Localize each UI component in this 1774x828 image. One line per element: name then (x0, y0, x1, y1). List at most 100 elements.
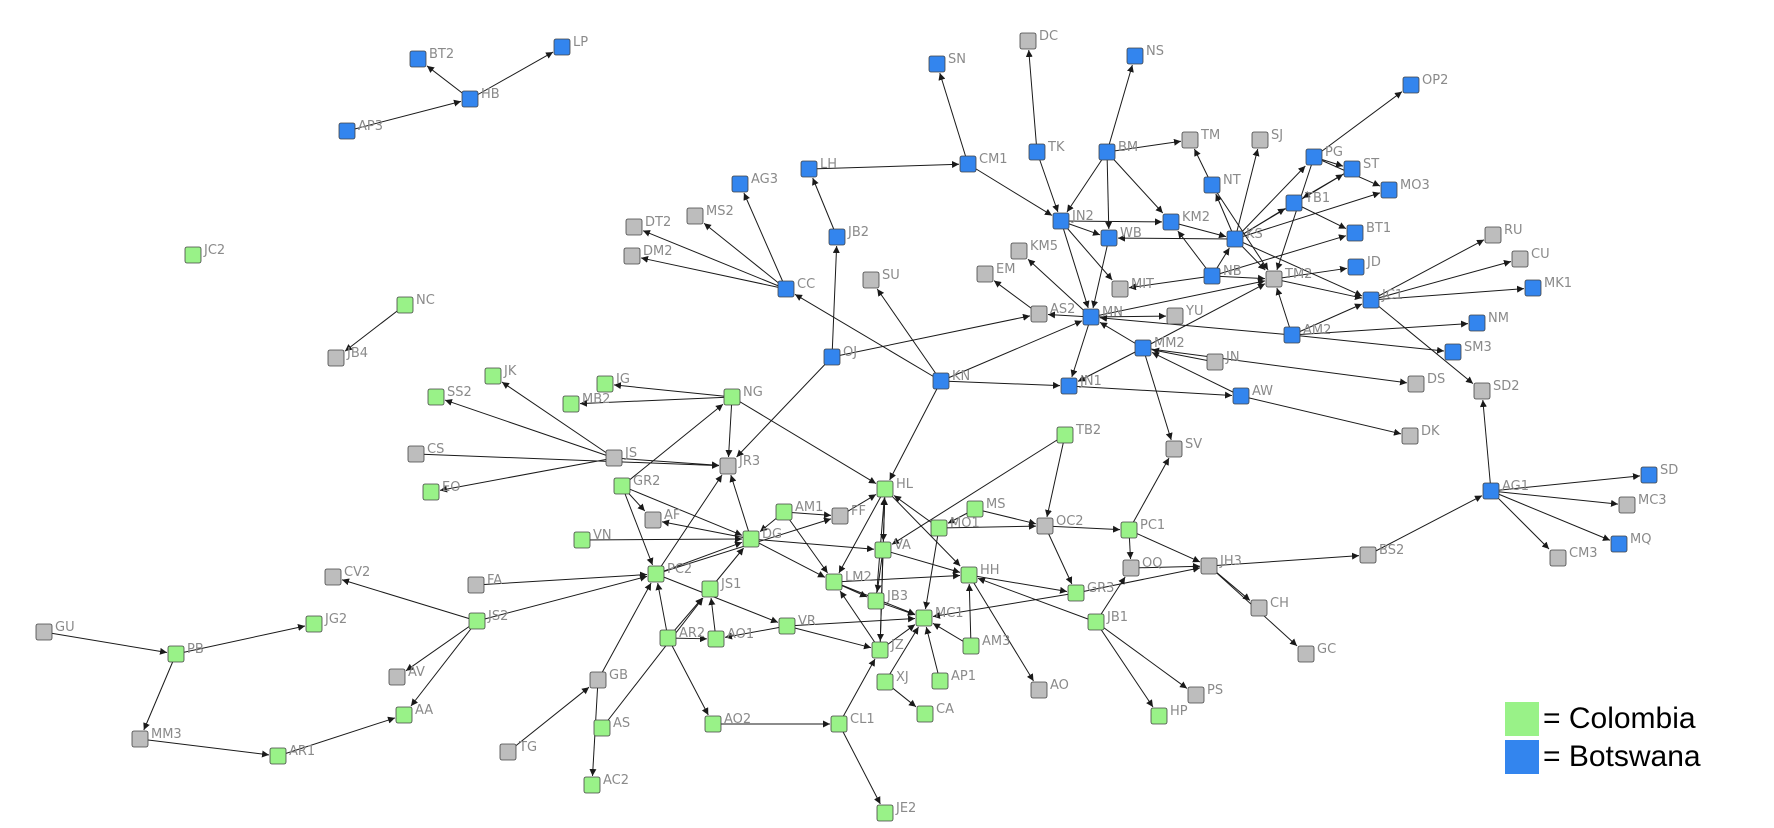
node-label-NM: NM (1488, 311, 1509, 326)
edge-BM-WB (1105, 151, 1113, 230)
node-square-PG (1305, 148, 1323, 166)
edge-NT-TM2 (1211, 184, 1269, 271)
edge-NC-JB4 (344, 304, 406, 352)
node-label-GC: GC (1317, 642, 1336, 657)
node-square-RU (1484, 226, 1502, 244)
node-label-JD: JD (1366, 255, 1381, 270)
edge-AW-DK (1240, 395, 1402, 436)
legend-swatch-botswana (1505, 740, 1539, 774)
edge-NB-MIT (1128, 275, 1213, 291)
edge-DG-LM2 (750, 538, 826, 578)
node-square-AG1 (1482, 482, 1500, 500)
node-KM5: KM5 (1010, 239, 1058, 260)
edge-PB-MM3 (143, 653, 177, 731)
node-label-DC: DC (1039, 29, 1058, 44)
edge-AM2-SM3 (1291, 334, 1445, 354)
node-label-PB: PB (187, 642, 204, 657)
node-label-SU: SU (882, 268, 900, 283)
node-label-SM3: SM3 (1464, 340, 1492, 355)
node-label-XJ: XJ (896, 670, 909, 685)
node-label-MC1: MC1 (935, 606, 964, 621)
node-label-PC1: PC1 (1140, 518, 1165, 533)
node-square-JC1 (1362, 291, 1380, 309)
node-square-TG (499, 743, 517, 761)
node-CA: CA (916, 702, 954, 723)
edge-KN-SU (876, 288, 942, 382)
node-label-MS2: MS2 (706, 204, 734, 219)
node-label-MM2: MM2 (1154, 336, 1185, 351)
node-square-JB4 (327, 349, 345, 367)
edge-PG-TM2 (1275, 156, 1315, 271)
node-JE2: JE2 (876, 801, 916, 822)
node-label-HP: HP (1170, 704, 1188, 719)
node-label-DT2: DT2 (645, 215, 671, 230)
edge-NB-TM2 (1211, 274, 1266, 282)
node-label-AR1: AR1 (289, 744, 315, 759)
node-square-AP1 (931, 672, 949, 690)
node-CH: CH (1250, 596, 1289, 617)
node-AM3: AM3 (962, 634, 1010, 655)
node-square-HL (876, 480, 894, 498)
node-TM2: TM2 (1265, 267, 1312, 288)
node-label-YU: YU (1185, 304, 1203, 319)
node-square-AR2 (659, 629, 677, 647)
node-label-JC1: JC1 (1381, 288, 1403, 303)
node-HB: HB (461, 87, 500, 108)
node-square-AM1 (775, 503, 793, 521)
node-square-JN1 (1060, 377, 1078, 395)
node-label-MK1: MK1 (1544, 276, 1572, 291)
node-FF: FF (831, 504, 866, 525)
node-label-JN2: JN2 (1071, 209, 1094, 224)
node-label-SV: SV (1185, 437, 1202, 452)
node-label-MB2: MB2 (582, 392, 610, 407)
node-label-AW: AW (1252, 384, 1273, 399)
edge-NG-IG (613, 382, 733, 398)
node-CM3: CM3 (1549, 546, 1598, 567)
edge-MM3-AR1 (139, 738, 270, 758)
node-VA: VA (874, 538, 911, 559)
node-square-JB3 (867, 592, 885, 610)
node-NS: NS (1126, 44, 1164, 65)
node-square-AS2 (1030, 305, 1048, 323)
node-square-MM3 (131, 730, 149, 748)
edge-PC1-SV (1128, 457, 1170, 531)
edge-AM3-HH (965, 583, 973, 647)
edge-KN-JN1 (940, 380, 1061, 389)
edge-HB-LP (469, 51, 554, 100)
edge-AM2-JC1 (1291, 303, 1363, 336)
node-MB2: MB2 (562, 392, 610, 413)
node-MM2: MM2 (1134, 336, 1185, 357)
edge-CM1-SN (938, 72, 969, 165)
edge-HL-LM2 (838, 488, 886, 574)
node-PG: PG (1305, 145, 1343, 166)
node-square-SM3 (1444, 343, 1462, 361)
edge-AP3-HB (346, 99, 462, 132)
node-CS: CS (407, 442, 444, 463)
node-square-JC2 (184, 246, 202, 264)
node-label-EM: EM (996, 262, 1015, 277)
node-label-SJ: SJ (1271, 128, 1283, 143)
node-label-AR2: AR2 (679, 626, 705, 641)
legend-label-colombia: = Colombia (1543, 702, 1696, 735)
node-AP3: AP3 (338, 119, 383, 140)
node-square-MC3 (1618, 496, 1636, 514)
node-MQ: MQ (1610, 532, 1651, 553)
edge-JS2-AV (405, 620, 478, 672)
node-XJ: XJ (876, 670, 909, 691)
node-SU: SU (862, 268, 900, 289)
node-square-GR3 (1067, 584, 1085, 602)
node-label-CM3: CM3 (1569, 546, 1598, 561)
node-PB: PB (167, 642, 204, 663)
node-TG: TG (499, 740, 537, 761)
node-square-NG (723, 388, 741, 406)
node-label-GB: GB (609, 668, 628, 683)
node-AF: AF (644, 508, 680, 529)
node-HL: HL (876, 477, 914, 498)
node-square-JK (484, 367, 502, 385)
node-label-TG: TG (518, 740, 537, 755)
edge-AM2-MN (1099, 314, 1293, 336)
node-label-TM2: TM2 (1284, 267, 1312, 282)
node-JS: JS (605, 446, 637, 467)
edge-VN-DG (581, 535, 743, 543)
node-label-CC: CC (797, 277, 815, 292)
